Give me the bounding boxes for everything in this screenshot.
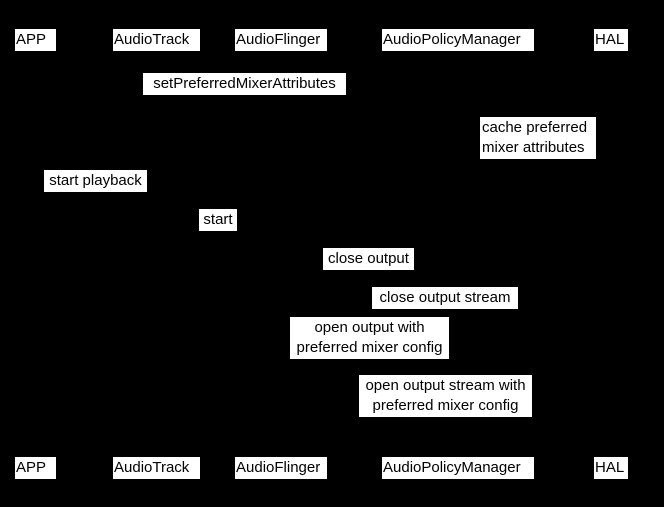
participant-bottom-hal[interactable]: HAL [594, 457, 628, 479]
participant-top-app[interactable]: APP [15, 29, 56, 51]
message-label-m1[interactable]: setPreferredMixerAttributes [143, 73, 346, 95]
lifeline-track [155, 52, 156, 455]
lifeline-flinger [280, 52, 281, 455]
message-label-m5[interactable]: close output [323, 248, 414, 270]
lifeline-hal [610, 52, 611, 455]
message-arrow-m5 [280, 271, 457, 272]
participant-bottom-app[interactable]: APP [15, 457, 56, 479]
message-arrow-m3 [35, 193, 155, 194]
message-arrow-m7 [280, 360, 457, 361]
message-arrow-m6 [457, 310, 610, 311]
participant-bottom-flinger[interactable]: AudioFlinger [235, 457, 327, 479]
message-label-m4[interactable]: start [199, 209, 237, 231]
lifeline-app [35, 52, 36, 455]
participant-bottom-track[interactable]: AudioTrack [113, 457, 200, 479]
participant-bottom-apm[interactable]: AudioPolicyManager [382, 457, 534, 479]
participant-top-track[interactable]: AudioTrack [113, 29, 200, 51]
participant-top-hal[interactable]: HAL [594, 29, 628, 51]
message-arrow-m4 [155, 232, 280, 233]
message-label-m8[interactable]: open output stream with preferred mixer … [359, 375, 532, 417]
participant-top-apm[interactable]: AudioPolicyManager [382, 29, 534, 51]
message-label-m7[interactable]: open output with preferred mixer config [290, 317, 449, 359]
lifeline-apm [457, 52, 458, 455]
message-arrow-m8 [457, 418, 610, 419]
message-label-m2[interactable]: cache preferred mixer attributes [480, 117, 596, 159]
message-arrow-m2 [457, 160, 458, 161]
message-label-m6[interactable]: close output stream [372, 287, 518, 309]
message-label-m3[interactable]: start playback [44, 170, 147, 192]
participant-top-flinger[interactable]: AudioFlinger [235, 29, 327, 51]
message-arrow-m1 [35, 96, 457, 97]
